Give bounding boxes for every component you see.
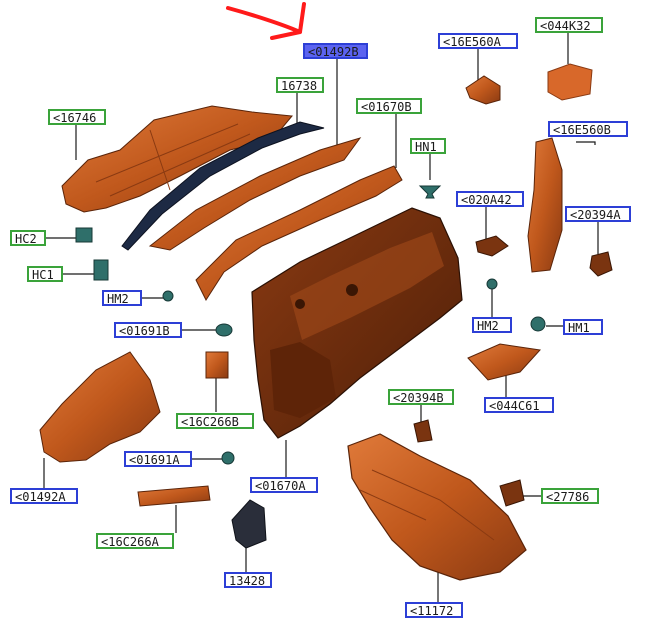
label-16738[interactable]: 16738 [276,77,324,93]
pad-044K32 [547,63,593,101]
insulator-11172 [347,433,527,581]
bracket-27786 [499,479,525,507]
label-16C266B[interactable]: <16C266B [176,413,254,429]
panel-ribs [95,123,251,197]
strip-16E560B [527,137,563,273]
label-HN1[interactable]: HN1 [410,138,446,154]
bracket-20394A [589,251,613,277]
label-01492B[interactable]: <01492B [303,43,368,59]
label-16E560B[interactable]: <16E560B [548,121,628,137]
label-16C266A[interactable]: <16C266A [96,533,174,549]
label-01691B[interactable]: <01691B [114,322,182,338]
label-01670B[interactable]: <01670B [356,98,422,114]
grommet-01691A [221,451,235,465]
red-arrow-icon [226,2,306,40]
cowl-reinforcement [148,137,362,251]
label-020A42[interactable]: <020A42 [456,191,524,207]
label-HM2-left[interactable]: HM2 [102,290,142,306]
label-13428[interactable]: 13428 [224,572,272,588]
insulator-01492A [39,351,161,463]
label-27786[interactable]: <27786 [541,488,599,504]
bracket-020A42 [475,235,509,257]
grommet-01691B [215,323,233,337]
bracket-16E560A [465,75,501,105]
label-044K32[interactable]: <044K32 [535,17,603,33]
insulator-16C266A [137,485,211,507]
bracket-13428 [231,499,267,549]
label-HM1[interactable]: HM1 [563,319,603,335]
label-20394A[interactable]: <20394A [565,206,631,222]
label-HC1[interactable]: HC1 [27,266,63,282]
insulator-ribs [359,469,495,541]
label-20394B[interactable]: <20394B [388,389,454,405]
hc2-clip-icon [75,227,93,243]
label-01691A[interactable]: <01691A [124,451,192,467]
lower-cowl-panel [195,165,403,302]
hm2-clip-icon [162,290,174,302]
label-16746[interactable]: <16746 [48,109,106,125]
label-HM2-right[interactable]: HM2 [472,317,512,333]
label-11172[interactable]: <11172 [405,602,463,618]
hm2-clip-icon [486,278,498,290]
hn1-clip-icon [418,185,442,199]
label-16E560A[interactable]: <16E560A [438,33,518,49]
weatherstrip-seal [121,121,325,251]
hc1-clip-icon [93,259,109,281]
dash-inner-face [290,232,444,340]
dash-hole [295,299,305,309]
label-044C61[interactable]: <044C61 [484,397,554,413]
label-HC2[interactable]: HC2 [10,230,46,246]
bracket-20394B [413,419,433,443]
label-01670A[interactable]: <01670A [250,477,318,493]
insulator-16C266B [205,351,229,379]
pad-044C61 [467,343,541,381]
dash-hole [346,284,358,296]
leader-lines [43,33,599,604]
label-01492A[interactable]: <01492A [10,488,78,504]
hm1-clip-icon [530,316,546,332]
dash-lower-pocket [270,342,336,418]
